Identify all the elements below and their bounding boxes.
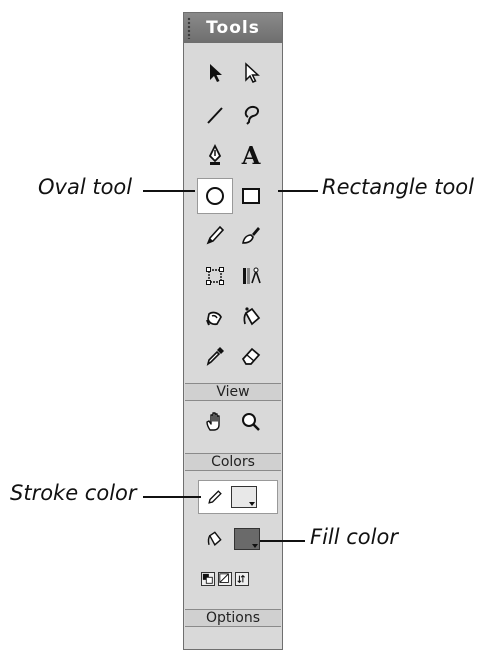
pen-tool[interactable] — [198, 138, 232, 172]
panel-title-bar[interactable]: Tools — [184, 13, 282, 43]
fill-callout-line — [260, 540, 305, 542]
lasso-icon — [244, 105, 259, 125]
pencil-icon — [208, 490, 222, 504]
stroke-color-callout: Stroke color — [10, 481, 137, 505]
oval-tool-callout: Oval tool — [38, 175, 133, 199]
stroke-color-swatch[interactable] — [231, 486, 257, 508]
colors-section-header: Colors — [185, 453, 281, 471]
ink-bottle-tool[interactable] — [198, 300, 232, 334]
oval-tool[interactable] — [197, 178, 233, 214]
line-icon — [207, 107, 223, 124]
paint-bucket-icon — [207, 531, 222, 546]
swap-colors-icon — [237, 574, 245, 584]
fill-transform-icon — [243, 267, 261, 284]
eraser-icon — [241, 347, 261, 365]
dropdown-arrow-icon — [249, 502, 255, 506]
fill-color-swatch[interactable] — [234, 528, 260, 550]
rectangle-callout-line — [278, 190, 318, 192]
stroke-color-control[interactable] — [198, 480, 278, 514]
rectangle-tool-callout: Rectangle tool — [322, 175, 474, 199]
stroke-callout-line — [143, 496, 201, 498]
black-white-button[interactable] — [201, 572, 215, 586]
eyedropper-icon — [206, 347, 224, 366]
hand-tool[interactable] — [198, 405, 232, 439]
text-tool[interactable]: A — [234, 138, 268, 172]
ink-bottle-icon — [206, 311, 222, 326]
tools-panel: Tools A — [183, 12, 283, 650]
paint-bucket-tool[interactable] — [234, 300, 268, 334]
oval-callout-line — [143, 190, 195, 192]
free-transform-icon — [206, 267, 224, 285]
view-section-label: View — [216, 384, 250, 400]
hand-icon — [206, 412, 220, 431]
rectangle-tool[interactable] — [234, 179, 268, 213]
eyedropper-tool[interactable] — [198, 339, 232, 373]
arrow-icon — [210, 64, 222, 82]
magnifier-icon — [242, 413, 260, 431]
text-icon: A — [241, 140, 261, 170]
options-section-header: Options — [185, 609, 281, 627]
brush-tool[interactable] — [234, 218, 268, 252]
brush-icon — [242, 227, 260, 244]
no-color-icon — [219, 573, 229, 583]
fill-color-control[interactable] — [204, 524, 260, 554]
eraser-tool[interactable] — [234, 339, 268, 373]
arrow-tool[interactable] — [198, 56, 232, 90]
colors-section-label: Colors — [211, 454, 255, 470]
fill-transform-tool[interactable] — [234, 259, 268, 293]
zoom-tool[interactable] — [234, 405, 268, 439]
pencil-tool[interactable] — [198, 218, 232, 252]
panel-title: Tools — [206, 18, 260, 38]
line-tool[interactable] — [198, 98, 232, 132]
oval-icon — [206, 187, 224, 205]
black-white-icon — [202, 573, 213, 584]
options-section-label: Options — [205, 610, 261, 626]
subselect-tool[interactable] — [234, 56, 268, 90]
paint-bucket-icon — [243, 307, 261, 326]
view-section-header: View — [185, 383, 281, 401]
subselect-arrow-icon — [245, 62, 260, 83]
pen-icon — [208, 143, 222, 165]
swap-colors-button[interactable] — [235, 572, 249, 586]
fill-color-callout: Fill color — [310, 525, 398, 549]
free-transform-tool[interactable] — [198, 259, 232, 293]
lasso-tool[interactable] — [234, 98, 268, 132]
no-color-button[interactable] — [218, 572, 232, 586]
dropdown-arrow-icon — [252, 544, 258, 548]
rectangle-icon — [242, 188, 260, 204]
pencil-icon — [206, 225, 225, 245]
drag-grip-icon[interactable] — [187, 17, 191, 39]
